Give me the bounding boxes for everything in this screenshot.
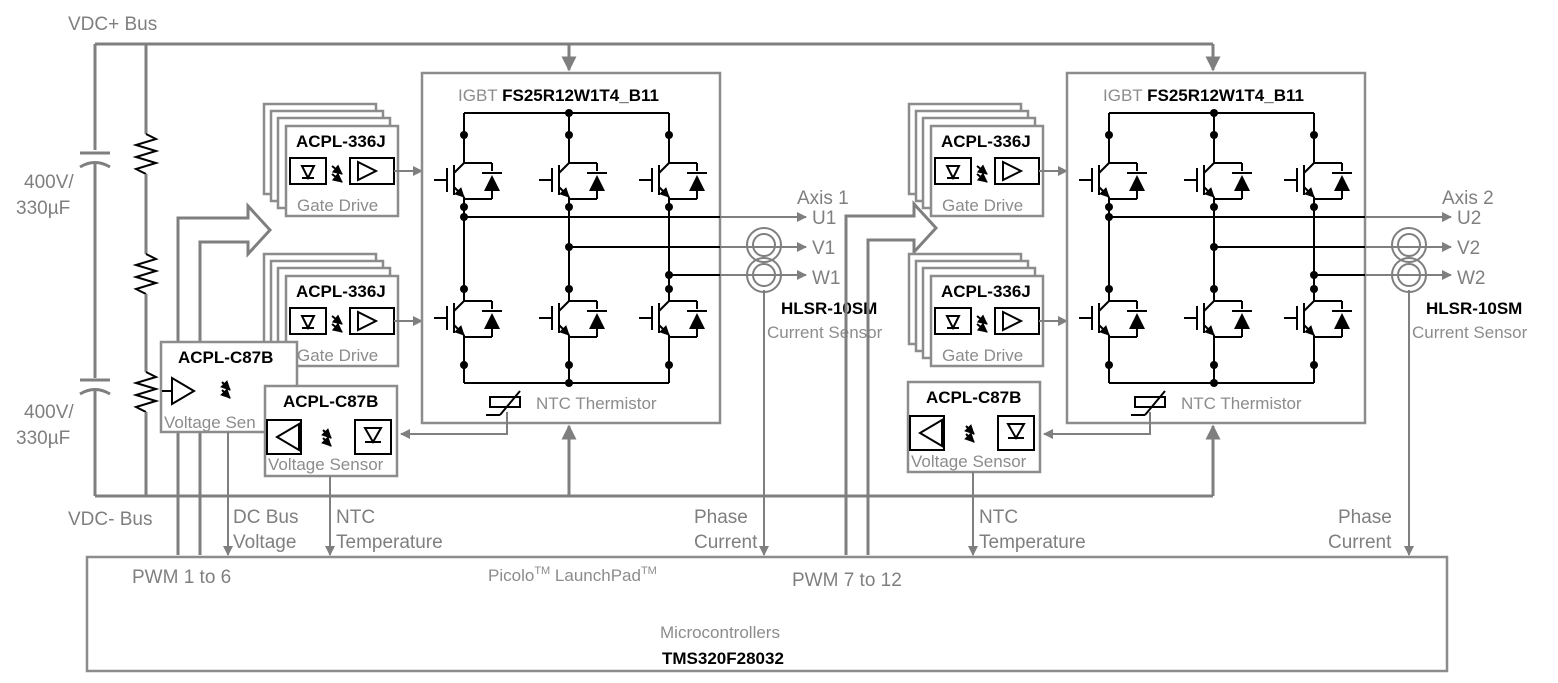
current-sensor-label-axis2: Current Sensor <box>1412 323 1528 342</box>
axis2-phase-w: W2 <box>1457 268 1486 289</box>
phase-current-signal-axis1-line2: Current <box>694 532 758 553</box>
mcu-title: Microcontrollers <box>660 623 780 642</box>
igbt-title-axis2: IGBT FS25R12W1T4_B11 <box>1103 86 1304 105</box>
igbt-module-axis2 <box>1067 73 1365 423</box>
gate-drive-low-label-axis2: Gate Drive <box>942 346 1023 365</box>
cap-top-value-line2: 330µF <box>16 198 70 219</box>
pwm-bus-arrows-axis1 <box>176 202 273 555</box>
dc-bus-wiring <box>79 42 1221 498</box>
phase-current-signal-axis2-line2: Current <box>1328 532 1392 553</box>
ntc-sensor-label-axis2: Voltage Sensor <box>911 452 1027 471</box>
current-sensor-axis2 <box>1391 227 1427 293</box>
gate-drive-low-part-axis1: ACPL-336J <box>296 282 386 301</box>
vdc-plus-label: VDC+ Bus <box>68 14 157 35</box>
axis2-phase-v: V2 <box>1457 238 1480 259</box>
phase-current-signal-axis1-line1: Phase <box>694 507 748 528</box>
gate-drive-high-part-axis1: ACPL-336J <box>296 132 386 151</box>
axis1-phase-v: V1 <box>812 238 835 259</box>
cap-top-value-line1: 400V/ <box>24 172 74 193</box>
ntc-label-axis2: NTC Thermistor <box>1181 394 1302 413</box>
ntc-sensor-label-axis1: Voltage Sensor <box>268 455 384 474</box>
gate-drive-high-part-axis2: ACPL-336J <box>941 132 1031 151</box>
mcu-part: TMS320F28032 <box>662 649 784 668</box>
vdc-minus-label: VDC- Bus <box>68 509 152 530</box>
axis1-phase-w: W1 <box>812 268 841 289</box>
current-sensor-part-axis1: HLSR-10SM <box>781 299 877 318</box>
pwm-1-6-label: PWM 1 to 6 <box>132 567 231 588</box>
current-sensor-label-axis1: Current Sensor <box>767 323 883 342</box>
axis2-title: Axis 2 <box>1442 188 1494 209</box>
ntc-temp-signal-axis1-line1: NTC <box>336 507 375 528</box>
ntc-sensor-part-axis1: ACPL-C87B <box>283 392 378 411</box>
ntc-temp-signal-axis1-line2: Temperature <box>336 532 443 553</box>
axis1-title: Axis 1 <box>797 188 849 209</box>
gate-drive-low-label-axis1: Gate Drive <box>297 346 378 365</box>
axis1-phase-u: U1 <box>812 208 836 229</box>
cap-bottom-value-line2: 330µF <box>16 428 70 449</box>
dc-bus-sensor-part: ACPL-C87B <box>178 348 273 367</box>
launchpad-label: PicoloTM LaunchPadTM <box>488 565 657 585</box>
dc-bus-sensor-label: Voltage Sen <box>164 413 256 432</box>
microcontroller-block <box>85 555 1449 673</box>
ntc-label-axis1: NTC Thermistor <box>536 394 657 413</box>
ntc-temp-signal-axis2-line1: NTC <box>979 507 1018 528</box>
gate-drive-low-part-axis2: ACPL-336J <box>941 282 1031 301</box>
gate-drive-high-label-axis2: Gate Drive <box>942 196 1023 215</box>
gate-drive-high-label-axis1: Gate Drive <box>297 196 378 215</box>
igbt-module-axis1 <box>422 73 720 423</box>
ntc-sensor-part-axis2: ACPL-C87B <box>926 388 1021 407</box>
dc-bus-voltage-signal-line1: DC Bus <box>233 507 298 528</box>
phase-current-signal-axis2-line1: Phase <box>1338 507 1392 528</box>
current-sensor-part-axis2: HLSR-10SM <box>1426 299 1522 318</box>
axis2-phase-u: U2 <box>1457 208 1481 229</box>
pwm-7-12-label: PWM 7 to 12 <box>792 570 902 591</box>
pwm-bus-arrows-axis2 <box>844 200 939 555</box>
cap-bottom-value-line1: 400V/ <box>24 402 74 423</box>
igbt-title-axis1: IGBT FS25R12W1T4_B11 <box>458 86 659 105</box>
current-sensor-axis1 <box>746 227 782 293</box>
ntc-temp-signal-axis2-line2: Temperature <box>979 532 1086 553</box>
dc-bus-voltage-signal-line2: Voltage <box>233 532 296 553</box>
